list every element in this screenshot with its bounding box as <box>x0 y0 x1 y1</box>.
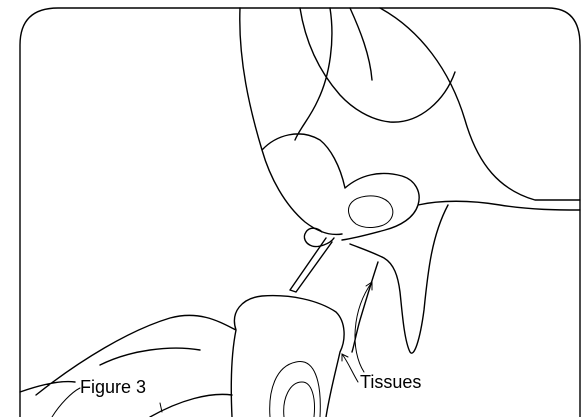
frame-border <box>20 8 580 417</box>
lower-fingernail <box>284 382 315 417</box>
figure-leader-line <box>52 388 80 417</box>
figure-label: Figure 3 <box>80 378 146 396</box>
lower-fingertip <box>270 362 321 417</box>
tissues-arrow-lower <box>342 354 358 382</box>
upper-hand-outline <box>240 8 580 240</box>
tissues-label: Tissues <box>360 373 421 391</box>
lower-hand-outline <box>20 296 344 417</box>
thumbnail <box>349 196 393 228</box>
